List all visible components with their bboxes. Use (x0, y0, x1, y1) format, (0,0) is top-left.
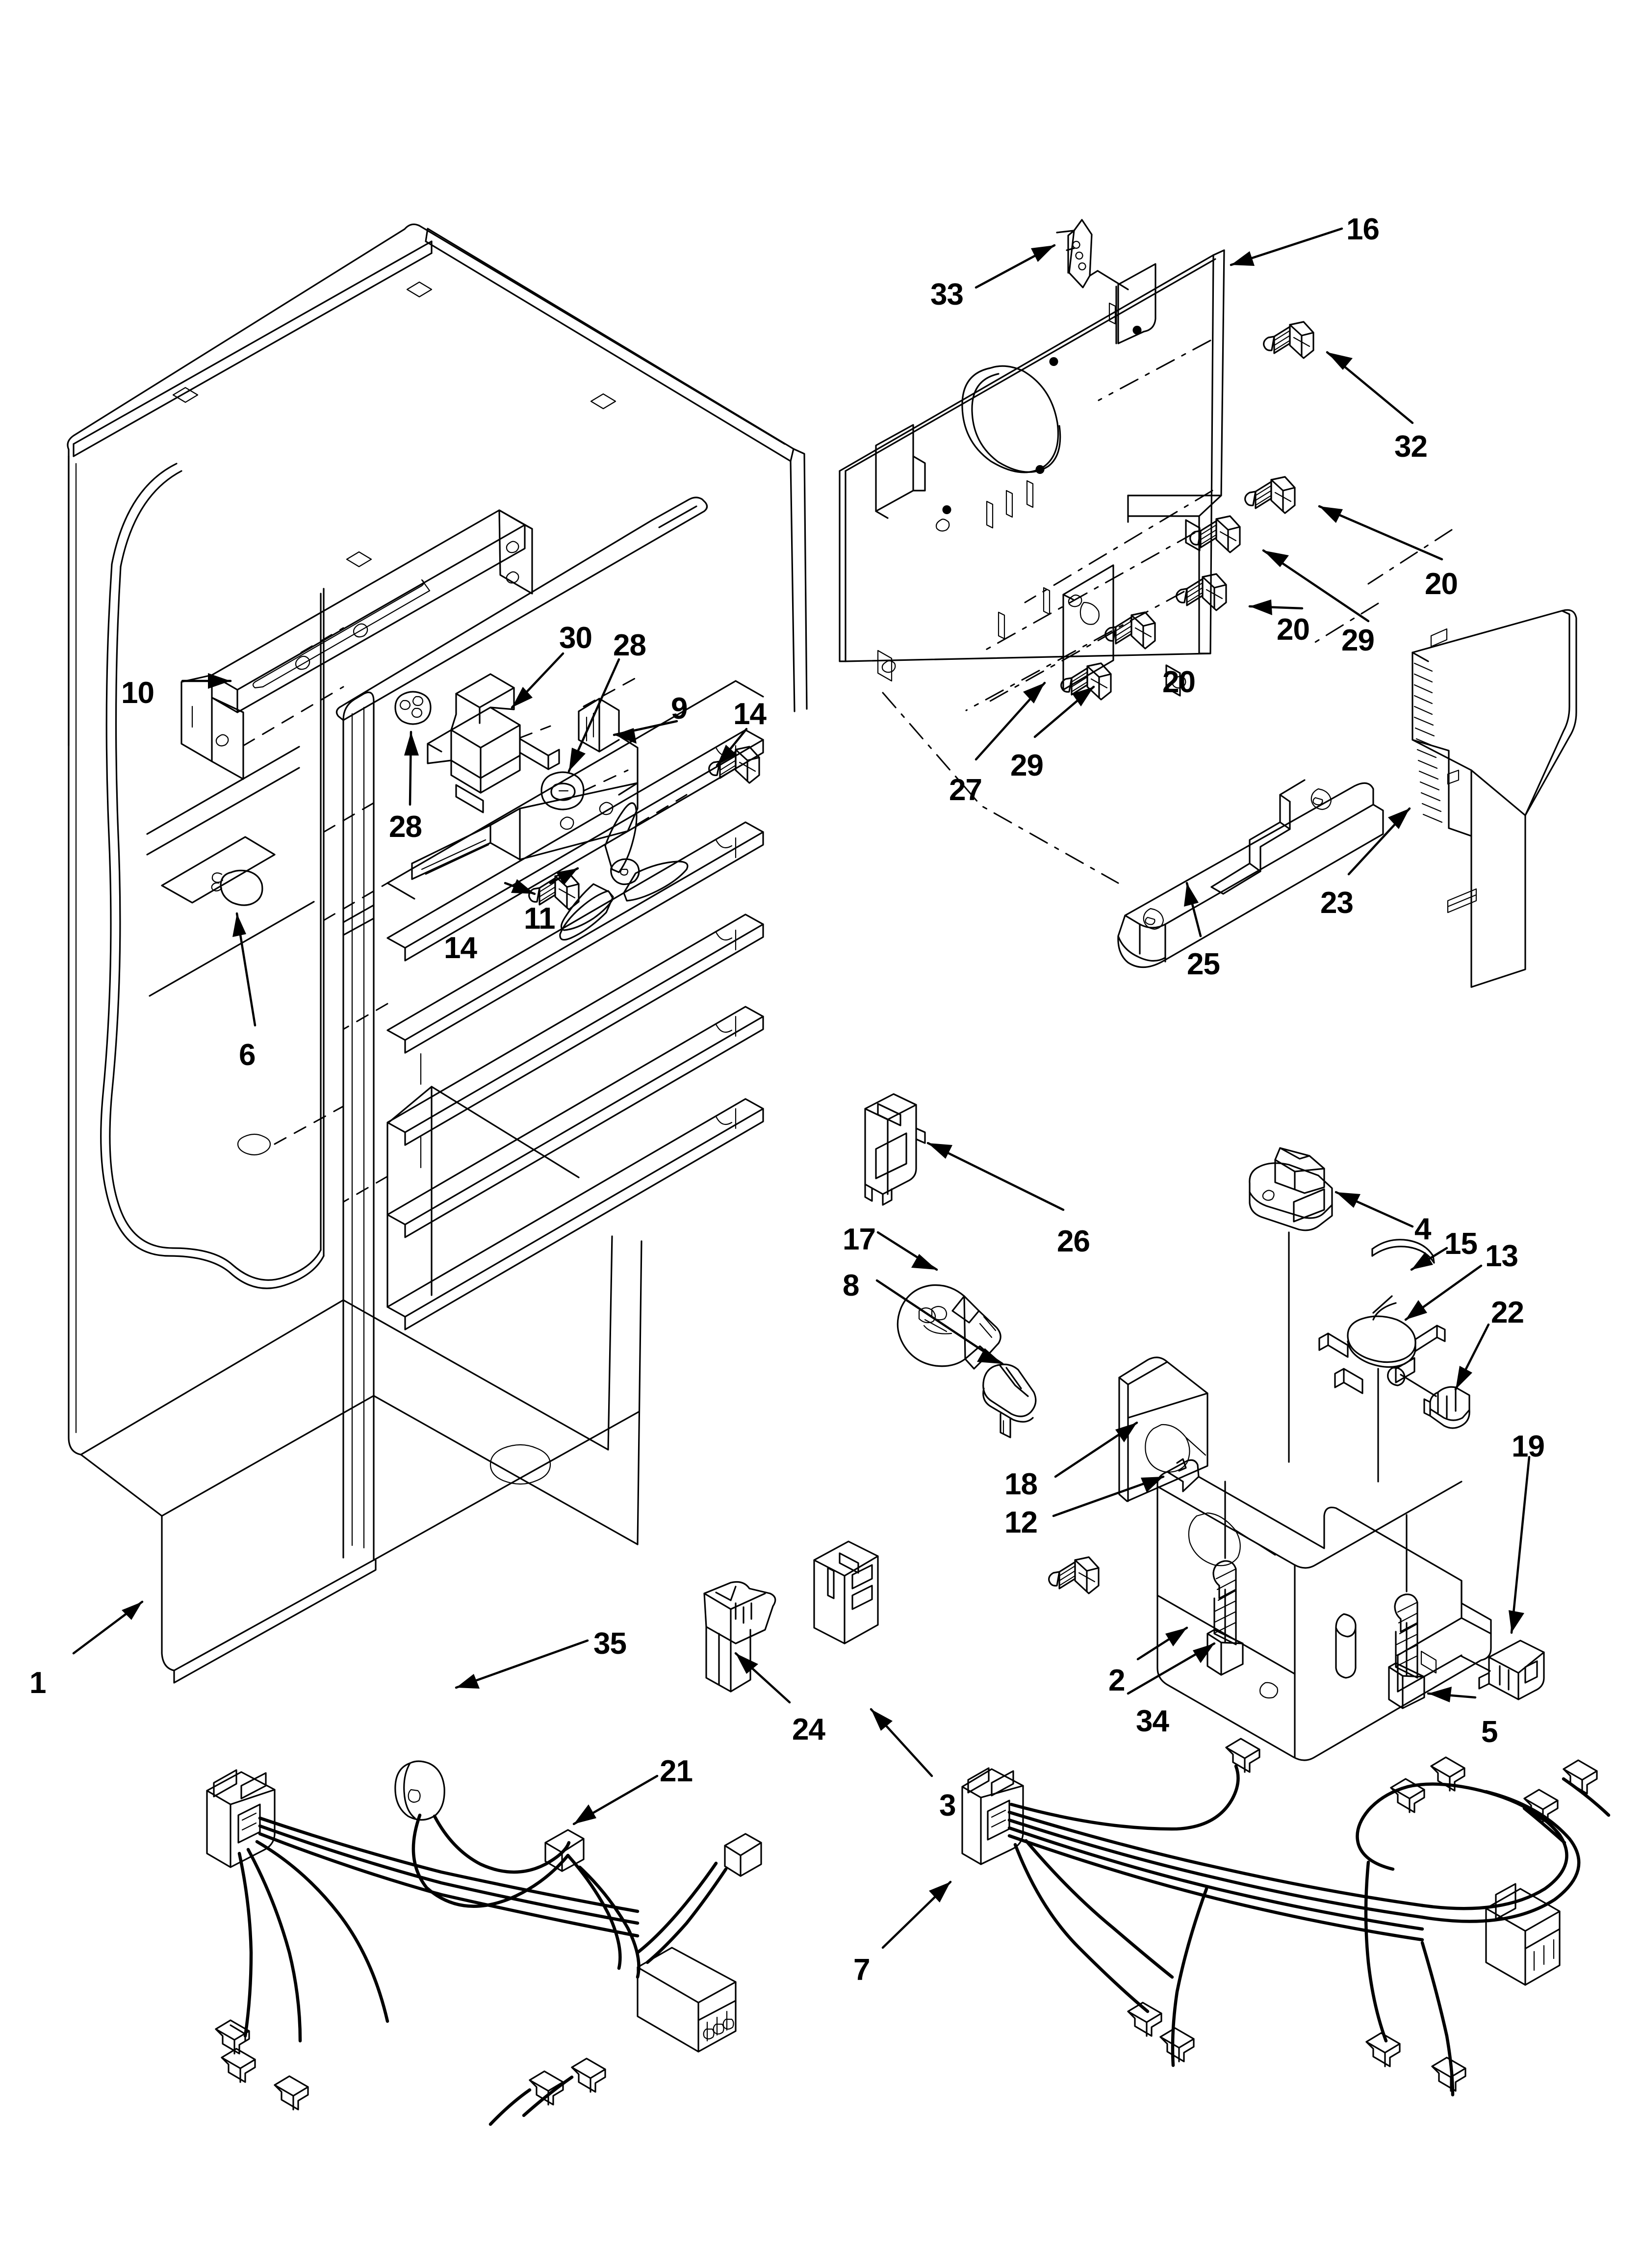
callout-1: 1 (29, 1666, 46, 1700)
callout-8: 8 (843, 1269, 859, 1303)
panel-screw-set (965, 321, 1453, 711)
overload-relay (1318, 1295, 1446, 1483)
callout-9: 9 (671, 692, 688, 726)
relay-terminal-boot (1423, 1386, 1470, 1429)
callout-25: 25 (1187, 947, 1220, 981)
callout-22: 22 (1491, 1296, 1524, 1330)
callout-16: 16 (1346, 212, 1380, 246)
callout-2: 2 (1108, 1664, 1125, 1697)
shelf-support-rail (180, 509, 533, 780)
callout-14-lower: 14 (444, 931, 477, 965)
callout-32: 32 (1394, 430, 1428, 464)
callout-19: 19 (1512, 1430, 1545, 1463)
callout-6: 6 (239, 1038, 256, 1072)
main-wiring-harness (961, 1738, 1611, 2097)
callout-18: 18 (1004, 1467, 1038, 1501)
cabinet-shell (67, 223, 808, 1684)
pan-mounting-screw (1206, 1481, 1244, 1676)
callout-34: 34 (1136, 1704, 1169, 1738)
lamp-socket (982, 1363, 1037, 1438)
ground-strap-clip (1056, 219, 1129, 290)
drip-tray-trough (1117, 779, 1384, 968)
fan-motor-grommet-lower (394, 691, 432, 725)
callout-24: 24 (792, 1713, 825, 1747)
callout-5: 5 (1481, 1715, 1498, 1749)
callout-33: 33 (930, 278, 964, 312)
wire-grommet (394, 1760, 445, 1821)
callout-7: 7 (853, 1953, 870, 1987)
panel-screw-a (1244, 476, 1296, 514)
callout-27: 27 (949, 773, 982, 807)
access-cover-plate (882, 564, 1119, 884)
terminal-block-connector (813, 1540, 879, 1644)
callout-28-lower: 28 (389, 810, 422, 844)
drain-pan-screw (1048, 1556, 1100, 1594)
light-switch (864, 1093, 926, 1206)
callout-28-upper: 28 (613, 628, 646, 662)
callout-4: 4 (1414, 1212, 1431, 1246)
callout-leaders (72, 227, 1531, 1949)
callout-20-b: 20 (1277, 613, 1310, 647)
callout-11: 11 (524, 902, 556, 936)
callout-15: 15 (1444, 1227, 1478, 1261)
callout-23: 23 (1320, 886, 1354, 920)
compressor-terminal-cover (1118, 1356, 1208, 1502)
panel-screw-b (1189, 515, 1241, 553)
callout-26: 26 (1057, 1225, 1090, 1258)
callout-10: 10 (121, 676, 154, 710)
light-shield-plug (211, 869, 263, 906)
evaporator-fan-assembly (394, 673, 760, 941)
push-in-connector (703, 1581, 776, 1693)
side-air-duct-cover (1411, 609, 1577, 988)
callout-13: 13 (1485, 1239, 1518, 1273)
evaporator-fan-motor (427, 673, 560, 813)
callout-20-a: 20 (1425, 567, 1458, 601)
callout-12: 12 (1004, 1506, 1038, 1539)
fan-motor-grommet-upper (540, 771, 585, 810)
callout-14-upper: 14 (733, 697, 767, 731)
callout-3: 3 (939, 1789, 956, 1823)
callout-21: 21 (660, 1754, 693, 1788)
callout-35: 35 (593, 1627, 627, 1661)
shelf-support-ladder (342, 729, 764, 1330)
drain-pan (1156, 1458, 1492, 1761)
callout-20-c: 20 (1162, 665, 1196, 699)
upper-panel-screw (1263, 321, 1314, 359)
defrost-timer-module (1249, 1147, 1333, 1463)
evaporator-fan-bracket (411, 698, 639, 880)
callout-30: 30 (559, 621, 592, 655)
callout-29-a: 29 (1341, 624, 1375, 657)
rear-machine-compartment-panel (839, 249, 1225, 697)
lower-wiring-harness (206, 1769, 762, 2126)
panel-screw-c (1176, 573, 1227, 611)
hex-head-screw-lower (1388, 1514, 1425, 1709)
drain-pan-grommet (1461, 1640, 1545, 1700)
access-cover-screw-lower (1060, 662, 1112, 701)
callout-29-b: 29 (1010, 749, 1044, 782)
callout-17: 17 (843, 1223, 876, 1256)
